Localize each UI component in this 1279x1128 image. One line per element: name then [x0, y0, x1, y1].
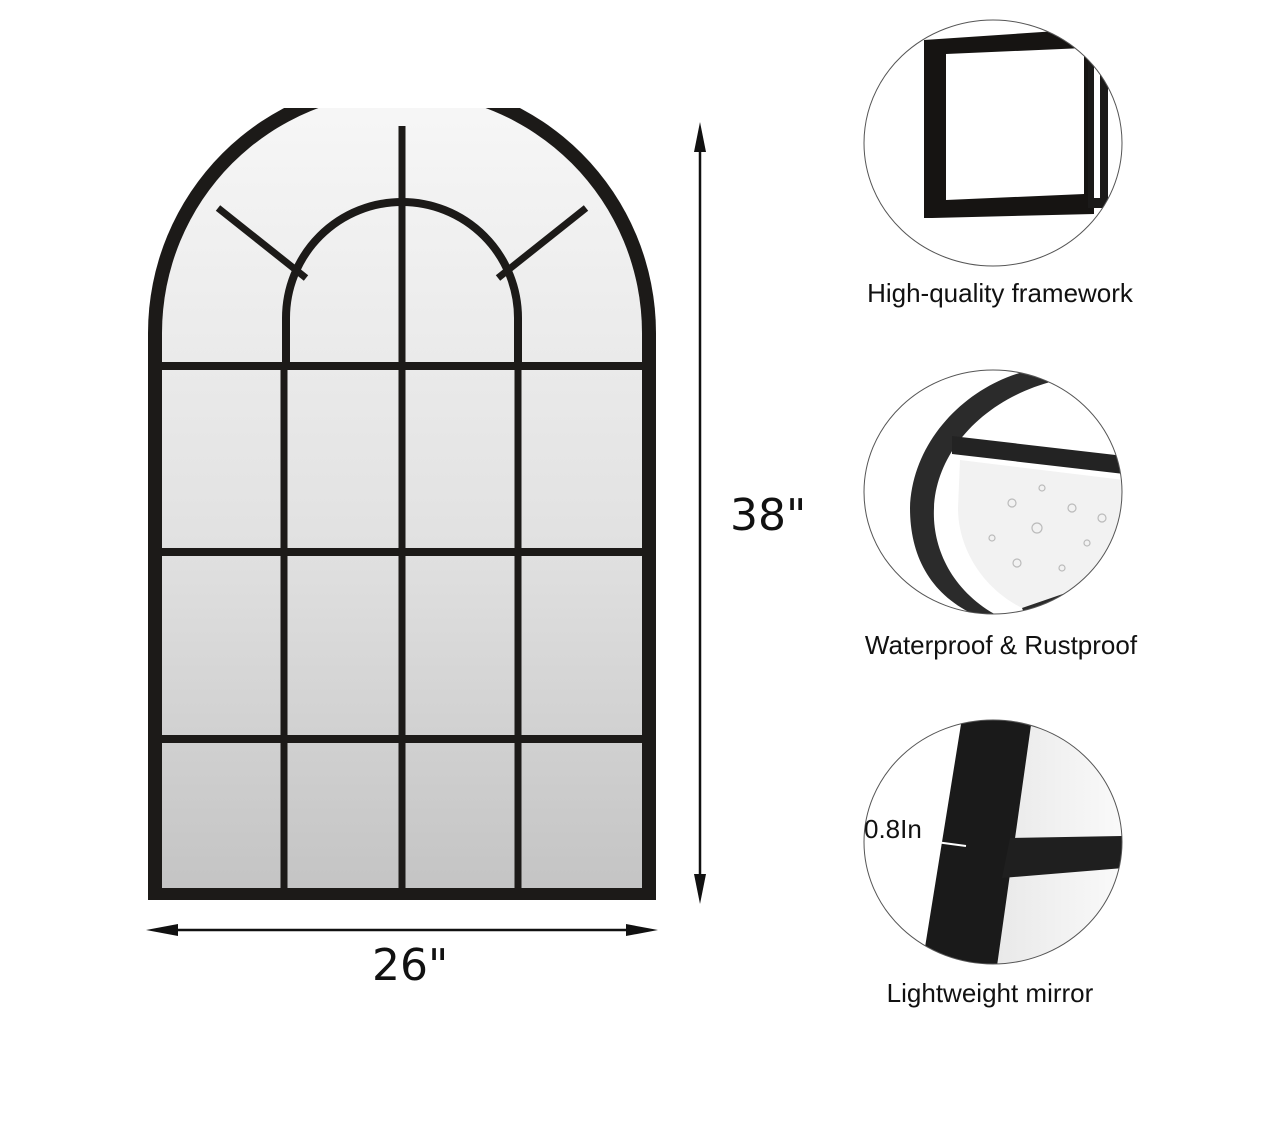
- feature-waterproof-caption: Waterproof & Rustproof: [864, 630, 1138, 660]
- feature-framework-image: [862, 18, 1124, 268]
- feature-framework-caption: High-quality framework: [867, 278, 1133, 308]
- height-label: 38": [730, 490, 807, 541]
- height-dimension-arrow: [690, 122, 710, 904]
- feature-waterproof-image: [862, 368, 1124, 616]
- feature-lightweight-image: [862, 718, 1124, 966]
- width-label: 26": [372, 940, 449, 991]
- thickness-annotation: 0.8In: [864, 814, 922, 844]
- mirror-illustration: [140, 108, 665, 908]
- feature-lightweight-caption: Lightweight mirror: [886, 978, 1094, 1008]
- width-dimension-arrow: [146, 920, 658, 940]
